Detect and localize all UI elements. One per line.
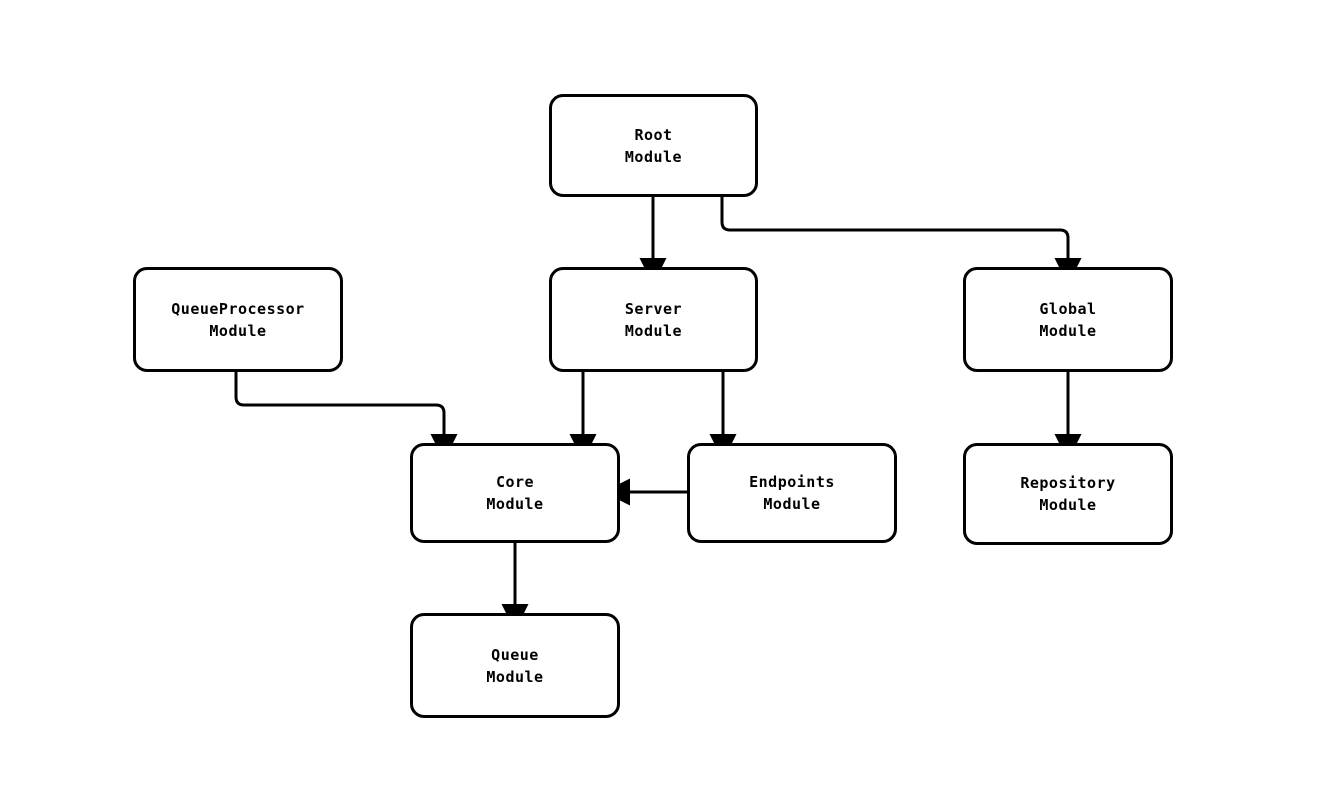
node-root-label: Root Module <box>624 125 683 166</box>
node-server-label: Server Module <box>624 299 683 340</box>
node-core-label: Core Module <box>486 473 544 513</box>
node-queueprocessor-label: QueueProcessor Module <box>171 299 305 340</box>
node-endpoints[interactable]: Endpoints Module <box>687 443 897 543</box>
node-queue-label: Queue Module <box>486 645 544 686</box>
node-repository[interactable]: Repository Module <box>963 443 1173 545</box>
node-root[interactable]: Root Module <box>549 94 758 197</box>
node-endpoints-label: Endpoints Module <box>749 473 835 513</box>
node-global[interactable]: Global Module <box>963 267 1173 372</box>
edge-queueprocessor-core <box>234 372 458 461</box>
node-global-label: Global Module <box>1039 299 1097 340</box>
node-queueprocessor[interactable]: QueueProcessor Module <box>133 267 343 372</box>
node-core[interactable]: Core Module <box>410 443 620 543</box>
node-repository-label: Repository Module <box>1020 474 1116 514</box>
node-queue[interactable]: Queue Module <box>410 613 620 718</box>
edge-root-global <box>720 197 1082 285</box>
node-server[interactable]: Server Module <box>549 267 758 372</box>
